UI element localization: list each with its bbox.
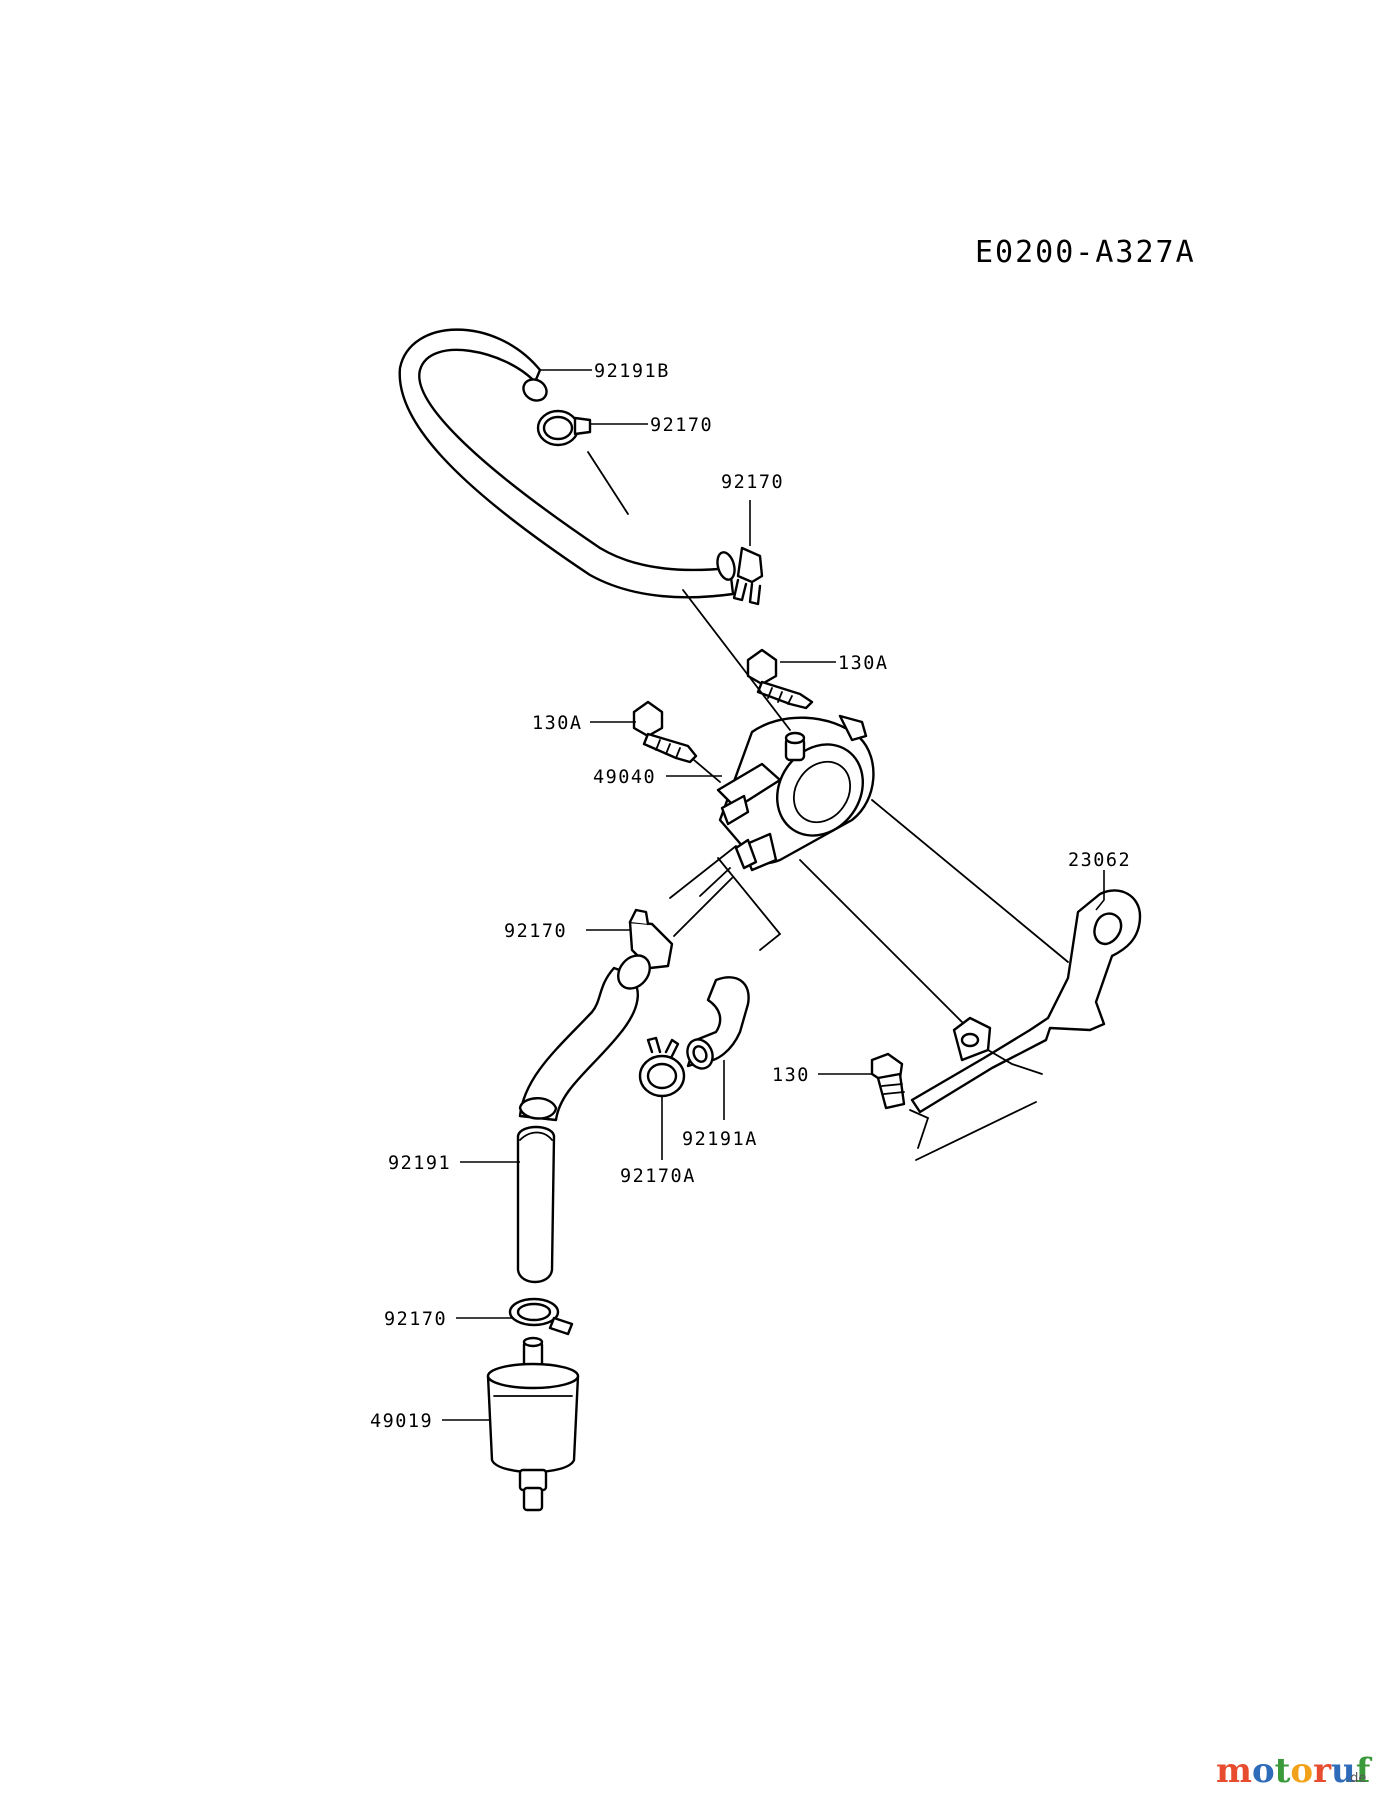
callout-92191b-label: 92191B (594, 361, 670, 382)
bottom-clamp-part (508, 1297, 574, 1336)
callout-92191a-label: 92191A (682, 1129, 758, 1150)
callout-92170-mid-label: 92170 (504, 921, 567, 942)
diagram-code: E0200-A327A (975, 235, 1196, 270)
callout-130-label: 130 (772, 1065, 810, 1086)
callout-130a-right-label: 130A (838, 653, 889, 674)
bolt-130a-left-part (632, 700, 698, 764)
watermark-suffix: .de (1346, 1771, 1366, 1786)
callout-92191-label: 92191 (388, 1153, 451, 1174)
callout-23062-label: 23062 (1068, 850, 1131, 871)
callout-130a-left-label: 130A (532, 713, 583, 734)
top-clamp-clip-part (732, 546, 764, 606)
callout-49019-label: 49019 (370, 1411, 433, 1432)
top-clamp-round-part (536, 409, 592, 447)
callout-92170a-label: 92170A (620, 1166, 696, 1187)
top-hose-part (398, 328, 736, 599)
watermark-logo: motoruf .de (1216, 1751, 1373, 1791)
watermark-text: motoruf (1216, 1751, 1373, 1791)
fuel-pump-part (716, 714, 875, 872)
small-clamp-part (638, 1036, 686, 1098)
bracket-part (910, 889, 1142, 1161)
fuel-filter-part (486, 1336, 580, 1512)
callout-92170-clip-label: 92170 (721, 472, 784, 493)
callout-92170-bottom-label: 92170 (384, 1309, 447, 1330)
lower-hose-part (516, 954, 651, 1284)
short-hose-part (686, 976, 750, 1070)
callout-49040-label: 49040 (593, 767, 656, 788)
callout-92170-top-label: 92170 (650, 415, 713, 436)
bolt-130-part (870, 1052, 906, 1110)
bolt-130a-right-part (746, 648, 814, 710)
